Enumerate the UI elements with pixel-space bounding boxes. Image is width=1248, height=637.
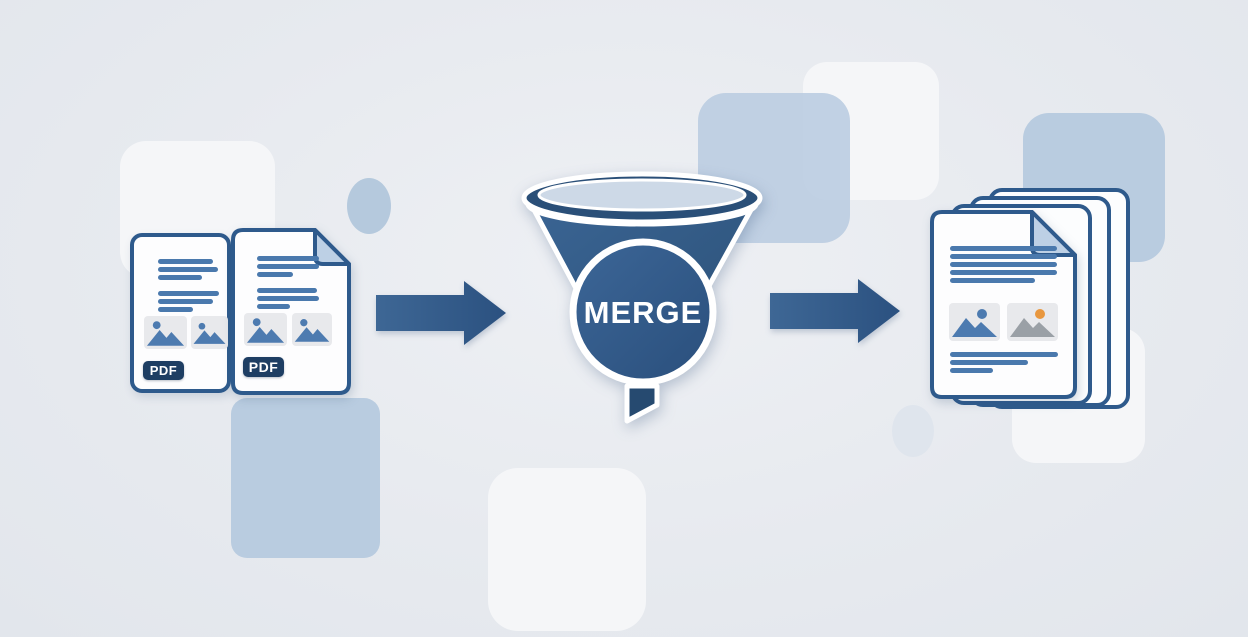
merged-document-front-page: [925, 205, 1085, 405]
funnel-rim-line: [525, 203, 759, 227]
mountain-image-icon: [952, 309, 997, 337]
image-placeholder: [191, 316, 228, 349]
arrow-right-icon: [770, 279, 900, 343]
pdf-badge: PDF: [243, 357, 284, 377]
mountain-image-icon: [193, 322, 226, 344]
document-text-lines: [158, 259, 223, 315]
decor-square-bottom-left: [231, 398, 380, 558]
image-placeholder: [144, 316, 187, 349]
pdf-badge: PDF: [143, 361, 184, 380]
merge-funnel: MERGE: [521, 171, 763, 424]
mountain-image-icon: [1010, 309, 1055, 337]
funnel-spout: [624, 383, 660, 424]
decor-ellipse-left: [347, 178, 391, 234]
mountain-image-icon: [146, 321, 185, 346]
document-text-lines: [950, 352, 1060, 376]
source-pdf-document-1: PDF: [130, 233, 231, 393]
merge-label: MERGE: [584, 295, 703, 330]
document-text-lines: [257, 256, 323, 312]
arrow-right-icon: [376, 281, 506, 345]
image-placeholder: [244, 313, 287, 346]
merge-circle: [569, 238, 717, 386]
decor-square-bottom-center: [488, 468, 646, 631]
image-placeholder: [949, 303, 1000, 341]
decor-ellipse-bottom-right: [892, 405, 934, 457]
document-text-lines: [950, 246, 1060, 286]
mountain-image-icon: [294, 319, 330, 342]
image-placeholder: [1007, 303, 1058, 341]
funnel-mouth: [537, 178, 747, 212]
source-pdf-document-2: PDF: [226, 223, 358, 403]
mountain-image-icon: [246, 318, 285, 343]
image-placeholder: [292, 313, 332, 346]
